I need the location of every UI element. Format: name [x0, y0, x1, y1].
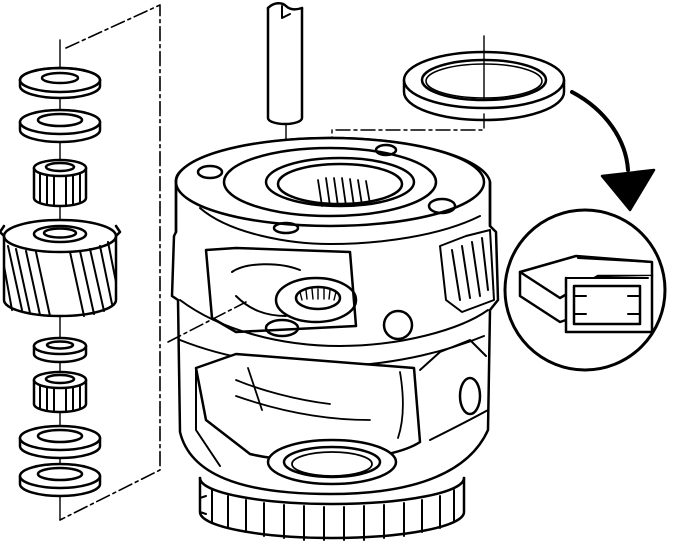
detail-arrow	[570, 90, 656, 212]
thrust-washer-1	[18, 66, 102, 100]
top-bolt-hole-right	[427, 197, 457, 215]
gear-leader-line	[167, 301, 247, 343]
ring-gear-base	[198, 476, 466, 541]
assembly-leader-bracket	[59, 4, 161, 521]
needle-bearing-2	[32, 370, 88, 414]
seal-ring	[331, 35, 566, 213]
thrust-washer-2	[18, 108, 102, 144]
seal-detail-magnified	[503, 208, 667, 372]
top-bolt-hole-front	[272, 221, 300, 235]
carrier-housing	[170, 136, 500, 541]
thrust-washer-5	[18, 462, 102, 498]
top-bolt-hole-left	[196, 164, 224, 180]
side-pinion-teeth	[439, 229, 495, 313]
top-bolt-hole-back	[374, 143, 398, 157]
internal-splines	[317, 177, 371, 207]
needle-bearing-1	[32, 158, 88, 208]
side-gear-bore	[274, 276, 358, 324]
left-parts-stack	[0, 39, 122, 521]
thrust-washer-3	[32, 336, 88, 364]
thrust-washer-4	[18, 424, 102, 460]
housing-boss	[382, 309, 414, 341]
housing-side-hole	[458, 376, 482, 416]
helical-pinion-gear	[0, 218, 122, 318]
